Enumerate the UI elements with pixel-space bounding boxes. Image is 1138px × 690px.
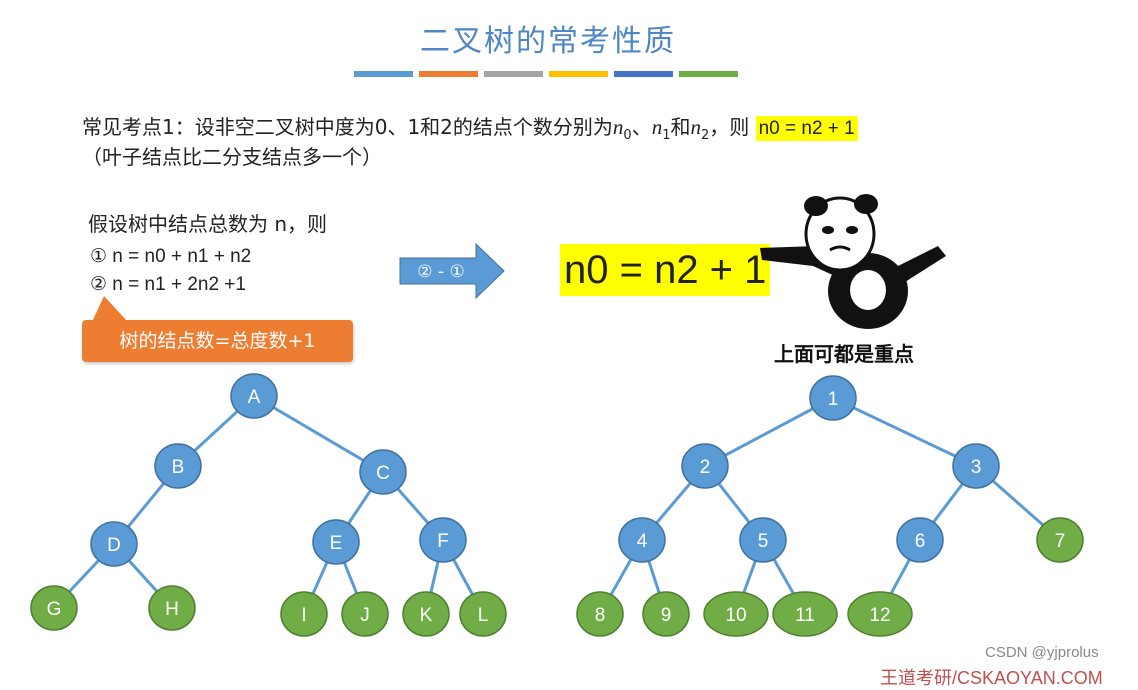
color-bar [484, 71, 543, 77]
tree-node [1036, 517, 1084, 563]
tree-node-label: D [107, 535, 121, 556]
arrow-label: ② - ① [417, 262, 465, 282]
tree-node-label: 11 [795, 605, 815, 626]
n1-subscript: 1 [662, 128, 671, 143]
tree-node-label: 5 [758, 531, 769, 552]
tree-node [148, 585, 196, 631]
and-word: 和 [670, 115, 691, 139]
equation-1: ① n = n0 + n1 + n2 [90, 246, 252, 267]
tree-node [154, 443, 202, 489]
tree-node-label: A [248, 387, 261, 408]
tree-node-label: 10 [725, 605, 746, 626]
tree-node [312, 519, 360, 565]
color-bar [614, 71, 673, 77]
tree-node-label: 3 [971, 457, 982, 478]
fact-1-note: （叶子结点比二分支结点多一个） [82, 145, 382, 169]
footer-brand: 王道考研/CSKAOYAN.COM [880, 668, 1103, 688]
tree-node-label: B [172, 457, 185, 478]
tree-node [90, 521, 138, 567]
tree-edge [832, 396, 977, 468]
tree-node-label: I [301, 605, 306, 626]
fact-1: 常见考点1：设非空二叉树中度为0、1和2的结点个数分别为n0、n1和n2，则 n… [82, 112, 858, 151]
meme-caption: 上面可都是重点 [774, 342, 914, 366]
tree-edge [253, 394, 384, 474]
tree-node-label: H [165, 599, 179, 620]
tree-node [459, 591, 507, 637]
n2-symbol: n [690, 115, 701, 139]
right-arrow-icon [399, 242, 505, 300]
n0-subscript: 0 [623, 128, 632, 143]
tree-node [739, 517, 787, 563]
callout-tail [92, 296, 128, 322]
tree-node-label: 9 [661, 605, 672, 626]
equation-2: ② n = n1 + 2n2 +1 [90, 274, 246, 295]
tree-node [809, 375, 857, 421]
tree-node [402, 591, 450, 637]
tree-node-label: J [360, 605, 370, 626]
n0-symbol: n [612, 115, 624, 139]
watermark: CSDN @yjprolus [985, 644, 1099, 661]
tree-node-label: 8 [595, 605, 606, 626]
tree-node-label: C [376, 463, 390, 484]
tree-node-label: L [478, 605, 489, 626]
color-bar [354, 71, 413, 77]
tree-node-label: E [330, 533, 343, 554]
tree-node-label: 1 [828, 389, 839, 410]
callout-box: 树的结点数=总度数+1 [82, 320, 353, 362]
color-bar [679, 71, 738, 77]
fact-1-prefix: 常见考点1：设非空二叉树中度为0、1和2的结点个数分别为 [82, 115, 613, 139]
tree-node-label: 4 [637, 531, 648, 552]
tree-node [681, 443, 729, 489]
n1-symbol: n [651, 115, 663, 139]
fact-1-highlight: n0 = n2 + 1 [755, 116, 858, 141]
title-color-bars [354, 71, 738, 77]
tree-node [952, 443, 1000, 489]
assumption-text: 假设树中结点总数为 n，则 [88, 212, 328, 236]
tree-node [847, 591, 913, 637]
tree-node-label: 12 [869, 605, 890, 626]
tree-node-label: G [47, 599, 62, 620]
n2-subscript: 2 [700, 128, 710, 143]
separator: 、 [631, 115, 652, 139]
tree-node-label: 2 [700, 457, 711, 478]
tree-node [618, 517, 666, 563]
tree-node [280, 591, 328, 637]
tree-node [896, 517, 944, 563]
panda-meme-icon [760, 194, 946, 329]
result-formula: n0 = n2 + 1 [560, 244, 771, 296]
then-word: ，则 [709, 115, 750, 139]
tree-node-label: 7 [1055, 531, 1066, 552]
tree-node [230, 373, 278, 419]
tree-node [341, 591, 389, 637]
tree-node [772, 591, 838, 637]
tree-node-label: 6 [915, 531, 926, 552]
tree-node-label: K [420, 605, 433, 626]
color-bar [419, 71, 478, 77]
tree-node [576, 591, 624, 637]
slide-title: 二叉树的常考性质 [420, 24, 676, 59]
color-bar [549, 71, 608, 77]
tree-left: A B C D E F G H I J K L [30, 373, 507, 637]
tree-node [30, 585, 78, 631]
tree-node-label: F [437, 531, 449, 552]
tree-node [642, 591, 690, 637]
tree-node [703, 591, 769, 637]
tree-edge [704, 396, 834, 468]
tree-node [419, 517, 467, 563]
tree-node [359, 449, 407, 495]
